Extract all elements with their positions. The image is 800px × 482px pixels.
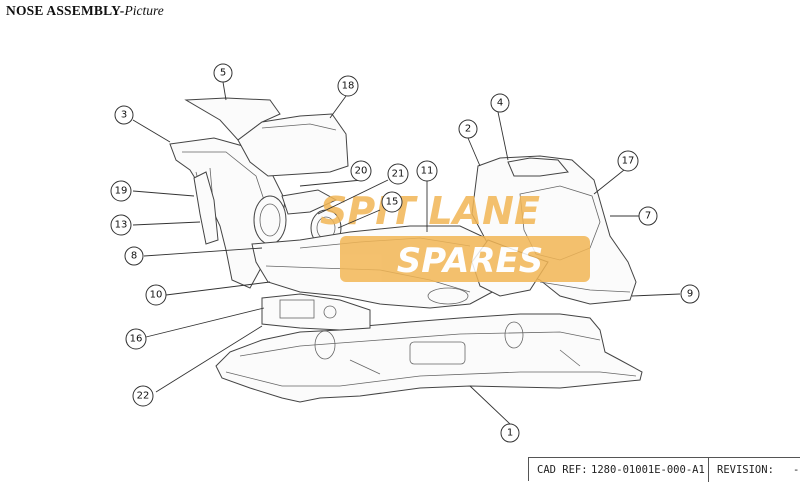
cad-reference-box: CAD REF: 1280-01001E-000-A1 REVISION: - [528, 457, 800, 482]
callout-label: 5 [220, 68, 226, 79]
revision-label: REVISION: [717, 464, 774, 476]
title-italic: Picture [124, 3, 164, 18]
title-bold: NOSE ASSEMBLY- [6, 3, 125, 18]
page-title: NOSE ASSEMBLY-Picture [6, 3, 164, 19]
callout-17: 17 [617, 150, 639, 172]
callout-label: 19 [115, 186, 128, 197]
callout-10: 10 [145, 284, 167, 306]
callout-15: 15 [381, 191, 403, 213]
callout-label: 1 [507, 428, 513, 439]
revision-value: - [793, 464, 800, 476]
callout-label: 11 [421, 166, 434, 177]
callout-22: 22 [132, 385, 154, 407]
callout-9: 9 [680, 284, 700, 304]
callout-label: 21 [392, 169, 405, 180]
callout-label: 13 [115, 220, 128, 231]
callout-5: 5 [213, 63, 233, 83]
callout-3: 3 [114, 105, 134, 125]
cad-divider [708, 458, 709, 482]
callout-label: 7 [645, 211, 651, 222]
callout-2: 2 [458, 119, 478, 139]
callout-label: 10 [150, 290, 163, 301]
callout-21: 21 [387, 163, 409, 185]
callout-label: 8 [131, 251, 137, 262]
callout-label: 2 [465, 124, 471, 135]
callout-13: 13 [110, 214, 132, 236]
callout-16: 16 [125, 328, 147, 350]
spit-lane-watermark: SPIT LANE SPARES [320, 189, 590, 282]
callout-label: 20 [355, 166, 368, 177]
callout-label: 18 [342, 81, 355, 92]
callout-1: 1 [500, 423, 520, 443]
callout-4: 4 [490, 93, 510, 113]
callout-7: 7 [638, 206, 658, 226]
cad-ref-value: 1280-01001E-000-A1 [591, 464, 705, 476]
leader-lines [132, 81, 681, 425]
upper-cover-part [184, 97, 349, 177]
callout-label: 3 [121, 110, 127, 121]
callout-label: 9 [687, 289, 693, 300]
cad-ref-label: CAD REF: [537, 464, 588, 476]
callout-11: 11 [416, 160, 438, 182]
lower-structure-part [261, 293, 371, 331]
callout-label: 16 [130, 334, 143, 345]
undertray-part [215, 313, 643, 403]
callout-label: 22 [137, 391, 150, 402]
callout-19: 19 [110, 180, 132, 202]
callout-8: 8 [124, 246, 144, 266]
callout-label: 17 [622, 156, 635, 167]
watermark-line-2: SPARES [397, 241, 544, 281]
callout-label: 15 [386, 197, 399, 208]
watermark-line-1: SPIT LANE [320, 189, 540, 233]
callout-label: 4 [497, 98, 503, 109]
callout-18: 18 [337, 75, 359, 97]
callout-20: 20 [350, 160, 372, 182]
watermark-band [340, 236, 590, 282]
